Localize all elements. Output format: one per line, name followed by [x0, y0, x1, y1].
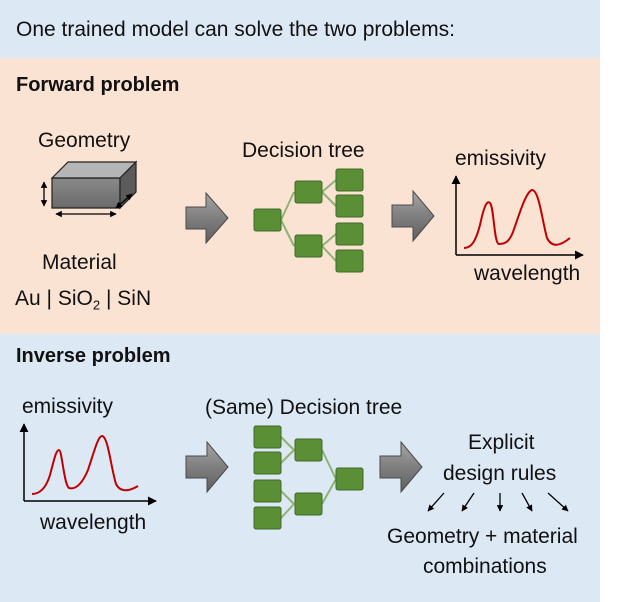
material-au: Au — [15, 287, 41, 310]
dimension-arrows-icon — [40, 181, 133, 218]
forward-arrow-2-icon — [391, 189, 435, 243]
forward-plot-xlabel: wavelength — [474, 262, 581, 285]
rules-line-2: design rules — [443, 462, 557, 485]
inverse-plot-xlabel: wavelength — [40, 511, 147, 534]
forward-decision-tree-icon — [253, 168, 364, 273]
forward-emissivity-plot — [451, 175, 584, 260]
material-sin: SiN — [117, 287, 152, 310]
material-label: Material — [42, 251, 117, 274]
material-sio2: SiO2 — [57, 287, 101, 313]
material-separator-1: | — [46, 287, 52, 310]
inverse-arrow-1-icon — [185, 440, 229, 494]
forward-emissivity-curve — [463, 188, 571, 249]
forward-tree-label: Decision tree — [242, 139, 365, 162]
inverse-decision-tree-icon — [253, 425, 364, 530]
forward-arrow-1-icon — [185, 191, 229, 245]
inverse-heading: Inverse problem — [16, 345, 171, 367]
inverse-arrow-2-icon — [379, 440, 423, 494]
material-separator-2: | — [105, 287, 112, 310]
material-list: Au | SiO2 | SiN — [15, 287, 152, 313]
intro-band — [0, 0, 600, 58]
forward-plot-ylabel: emissivity — [455, 147, 547, 170]
forward-heading: Forward problem — [16, 74, 180, 96]
inverse-emissivity-curve — [31, 434, 139, 495]
geometry-label: Geometry — [38, 129, 131, 152]
inverse-tree-label: (Same) Decision tree — [205, 396, 403, 419]
intro-text: One trained model can solve the two prob… — [16, 18, 455, 41]
result-line-2: combinations — [423, 555, 547, 578]
inverse-plot-ylabel: emissivity — [22, 395, 114, 418]
result-line-1: Geometry + material — [387, 525, 578, 548]
inverse-emissivity-plot — [19, 423, 157, 506]
design-rule-arrows-icon — [427, 492, 569, 512]
inverse-band — [0, 334, 600, 602]
rules-line-1: Explicit — [468, 431, 535, 454]
